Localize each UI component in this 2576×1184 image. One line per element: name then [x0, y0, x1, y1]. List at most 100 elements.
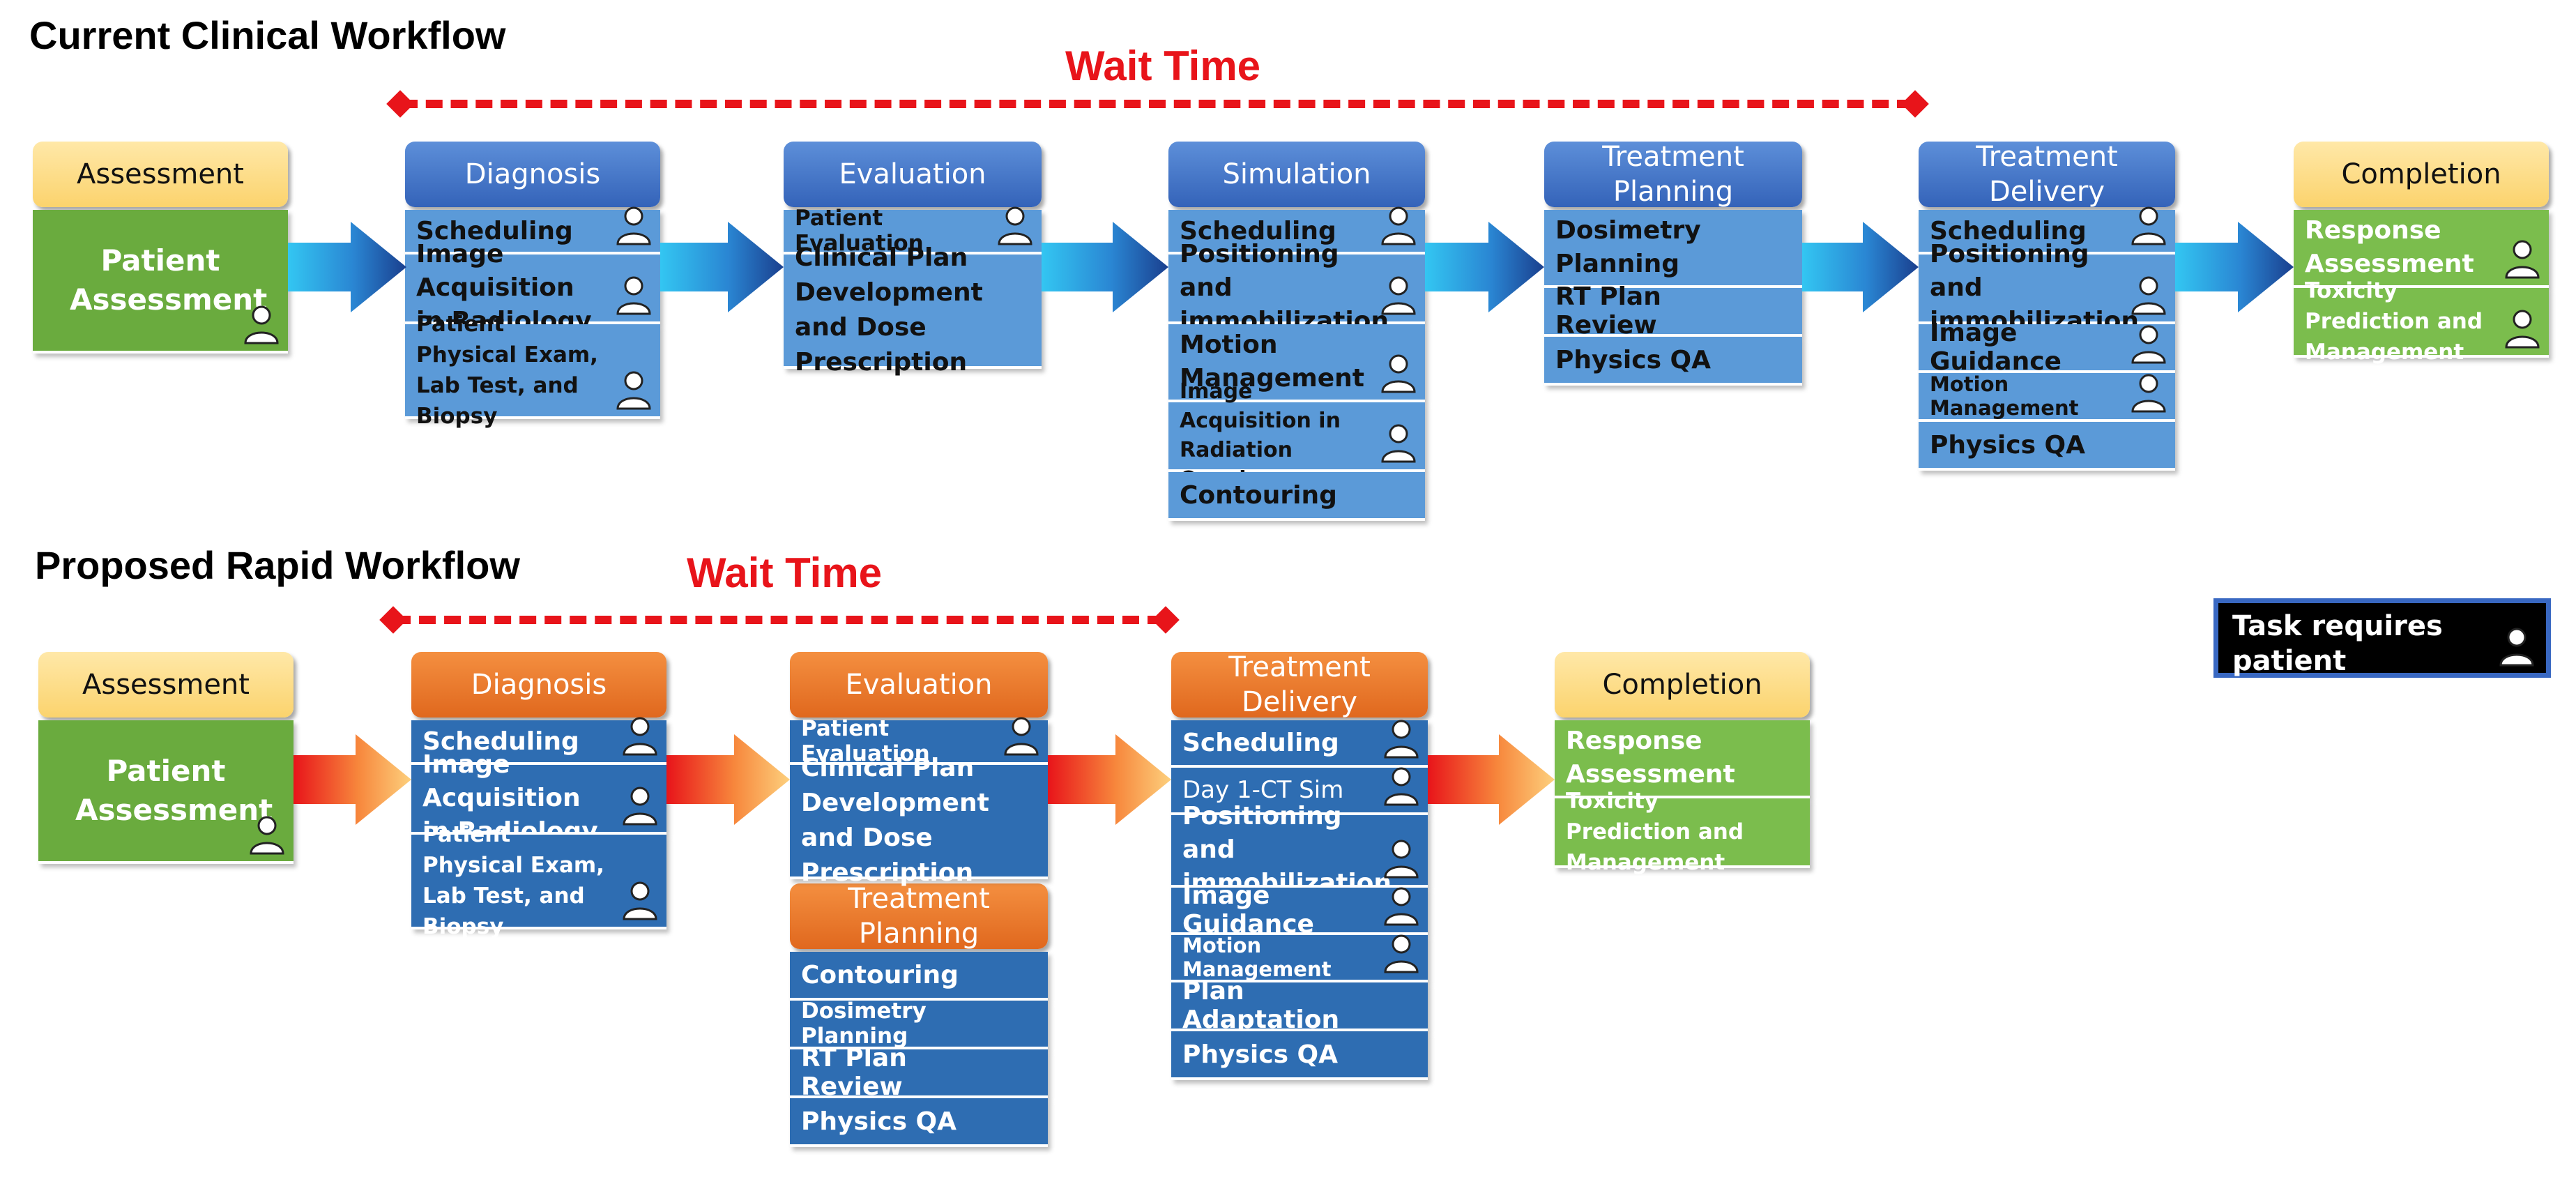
task-label: Motion Management: [1180, 331, 1364, 393]
person-icon: [2129, 372, 2168, 413]
current-patient-assessment-label: Patient Assessment: [70, 243, 268, 317]
task-label: RT Plan Review: [801, 1044, 907, 1101]
proposed-treatment-delivery-stage: Treatment Delivery Scheduling Day 1-CT S…: [1171, 651, 1428, 1080]
proposed-wait-time-line: [394, 616, 1164, 624]
current-simulation-task: Scheduling: [1168, 210, 1425, 255]
current-treatment-delivery-task: Image Guidance: [1919, 319, 2175, 376]
task-label: Plan Adaptation: [1182, 977, 1340, 1034]
task-label: Motion Management: [1182, 934, 1332, 981]
proposed-diagnosis-task: Scheduling: [411, 720, 666, 765]
proposed-wait-time-label: Wait Time: [687, 549, 883, 596]
current-wait-time-line: [401, 100, 1914, 108]
task-label: Positioning and immobilization: [1180, 240, 1389, 335]
person-icon: [1382, 932, 1421, 974]
current-evaluation-stage: Evaluation Patient Evaluation Clinical P…: [784, 142, 1042, 377]
proposed-workflow-title: Proposed Rapid Workflow: [35, 543, 520, 587]
current-treatment-planning-task: Physics QA: [1544, 337, 1802, 386]
current-simulation-task: Motion Management: [1168, 324, 1425, 402]
task-label: Patient Physical Exam, Lab Test, and Bio…: [422, 822, 604, 939]
task-label: Patient Evaluation: [795, 206, 924, 256]
current-flow-arrow: [288, 222, 406, 312]
person-icon: [1382, 718, 1421, 759]
proposed-treatment-delivery-task: Plan Adaptation: [1171, 977, 1428, 1034]
proposed-diagnosis-stage: Diagnosis Scheduling Image Acquisition i…: [411, 652, 666, 939]
person-icon: [614, 204, 653, 246]
current-simulation-task: Contouring: [1168, 472, 1425, 521]
proposed-treatment-planning-task: Contouring: [790, 952, 1048, 1001]
current-diagnosis-stage: Diagnosis Scheduling Image Acquisition i…: [405, 142, 660, 429]
proposed-diagnosis-header: Diagnosis: [411, 652, 666, 718]
current-simulation-task: Positioning and immobilization: [1168, 240, 1425, 335]
current-diagnosis-task: Scheduling: [405, 210, 660, 255]
task-label: Toxicity Prediction and Management: [2305, 278, 2483, 365]
proposed-diagnosis-task: Patient Physical Exam, Lab Test, and Bio…: [411, 822, 666, 939]
person-icon: [996, 204, 1035, 246]
person-icon: [1382, 885, 1421, 927]
current-flow-arrow: [1425, 222, 1544, 312]
current-completion-task: Response Assessment: [2294, 210, 2549, 288]
person-icon: [2503, 238, 2542, 280]
task-label: Clinical Plan Development and Dose Presc…: [795, 243, 983, 377]
person-icon: [614, 369, 653, 411]
task-label: Physics QA: [1182, 1040, 1339, 1069]
proposed-completion-header: Completion: [1555, 652, 1810, 718]
current-treatment-delivery-task: Motion Management: [1919, 372, 2175, 422]
proposed-assessment-header: Assessment: [38, 652, 294, 718]
proposed-evaluation-stage: Evaluation Patient Evaluation Clinical P…: [790, 652, 1048, 1147]
task-label: Scheduling: [416, 216, 573, 245]
proposed-treatment-delivery-task: Physics QA: [1171, 1031, 1428, 1080]
current-diagnosis-task: Patient Physical Exam, Lab Test, and Bio…: [405, 312, 660, 429]
proposed-patient-assessment-label: Patient Assessment: [75, 754, 273, 827]
person-icon: [1379, 422, 1418, 464]
proposed-assessment-stage: Assessment Patient Assessment: [38, 652, 294, 864]
proposed-treatment-delivery-task: Image Guidance: [1171, 881, 1428, 939]
proposed-wait-end-marker: [1152, 606, 1180, 634]
person-icon: [247, 814, 287, 856]
current-treatment-delivery-stage: Treatment Delivery Scheduling Positionin…: [1919, 141, 2175, 471]
proposed-patient-assessment-box: Patient Assessment: [38, 720, 294, 864]
task-label: Scheduling: [1930, 216, 2087, 245]
current-simulation-header: Simulation: [1168, 142, 1425, 207]
person-icon: [620, 784, 660, 826]
proposed-treatment-delivery-task: Positioning and immobilization: [1171, 802, 1428, 897]
task-label: Contouring: [801, 960, 959, 989]
current-wait-end-marker: [1901, 90, 1929, 118]
proposed-diagnosis-task: Image Acquisition in Radiology: [411, 750, 666, 846]
person-icon: [620, 879, 660, 921]
person-icon: [2129, 274, 2168, 316]
current-evaluation-header: Evaluation: [784, 142, 1042, 207]
person-icon: [1379, 352, 1418, 394]
current-treatment-delivery-task: Scheduling: [1919, 210, 2175, 255]
legend-text: Task requires patient involvement: [2232, 610, 2443, 712]
person-icon: [1382, 837, 1421, 879]
person-icon: [620, 715, 660, 757]
proposed-flow-arrow: [1428, 734, 1555, 825]
current-simulation-stage: Simulation Scheduling Positioning and im…: [1168, 142, 1425, 521]
current-completion-task: Toxicity Prediction and Management: [2294, 278, 2549, 365]
proposed-treatment-planning-header: Treatment Planning: [790, 883, 1048, 950]
proposed-treatment-delivery-task: Day 1-CT Sim: [1171, 768, 1428, 815]
current-treatment-planning-task: Dosimetry Planning: [1544, 210, 1802, 288]
current-treatment-delivery-task: Physics QA: [1919, 422, 2175, 471]
task-label: Patient Evaluation: [801, 716, 930, 766]
current-evaluation-task: Patient Evaluation: [784, 206, 1042, 256]
task-label: Image Guidance: [1930, 319, 2061, 376]
person-icon: [1379, 274, 1418, 316]
task-label: Physics QA: [1930, 430, 2086, 460]
task-label: Physics QA: [801, 1107, 957, 1136]
task-label: Scheduling: [422, 727, 579, 756]
proposed-treatment-delivery-header: Treatment Delivery: [1171, 651, 1428, 718]
task-label: Toxicity Prediction and Management: [1566, 789, 1744, 875]
task-label: Contouring: [1180, 480, 1337, 510]
current-simulation-task: Image Acquisition in Radiation Oncology: [1168, 379, 1425, 492]
task-label: Motion Management: [1930, 372, 2079, 420]
proposed-wait-start-marker: [379, 606, 407, 634]
current-patient-assessment-box: Patient Assessment: [33, 210, 288, 354]
current-workflow-title: Current Clinical Workflow: [29, 13, 506, 57]
current-wait-start-marker: [386, 90, 414, 118]
current-completion-stage: Completion Response Assessment Toxicity …: [2294, 142, 2549, 365]
task-label: Day 1-CT Sim: [1182, 776, 1344, 804]
proposed-completion-stage: Completion Response Assessment Toxicity …: [1555, 652, 1810, 875]
task-label: Image Guidance: [1182, 881, 1314, 939]
current-completion-header: Completion: [2294, 142, 2549, 207]
